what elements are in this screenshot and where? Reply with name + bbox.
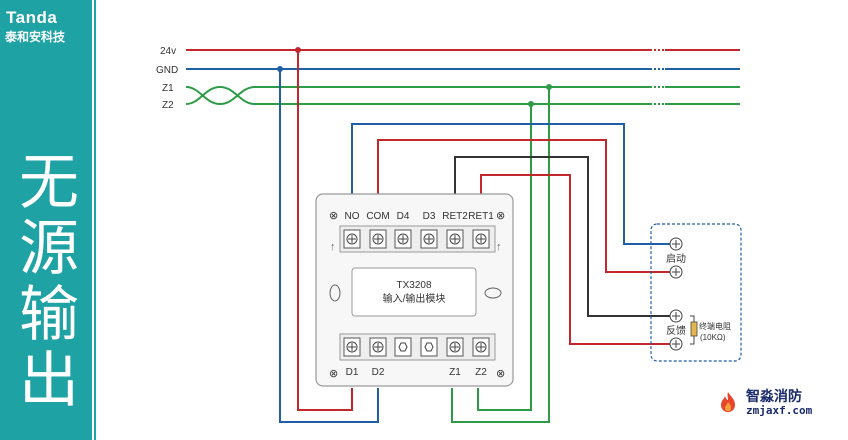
- watermark-url: zmjaxf.com: [746, 404, 813, 417]
- wire-24v-to-d1: [297, 50, 353, 411]
- external-device: 启动 反馈 终端电阻 (10KΩ): [650, 223, 742, 362]
- wire-z2-to-module: [477, 104, 532, 411]
- bus-z1-line: [185, 86, 650, 106]
- arrow-up-icon: ↑: [330, 241, 336, 253]
- screw-icon: ⊗: [329, 368, 338, 380]
- label-24v: 24v: [160, 46, 176, 57]
- junction-24v: [295, 47, 301, 53]
- vertical-title: 无源输出: [19, 148, 79, 416]
- terminal-label-d1: D1: [346, 367, 359, 378]
- bus-z2-line: [185, 85, 650, 105]
- watermark: 智淼消防 zmjaxf.com: [714, 384, 842, 424]
- terminal-label-d2: D2: [372, 367, 385, 378]
- terminal-label-z1: Z1: [449, 367, 461, 378]
- terminal-label-ret2: RET2: [442, 211, 468, 222]
- arrow-up-icon: ↑: [496, 241, 502, 253]
- supply-wires: [279, 50, 550, 423]
- terminal-label-no: NO: [345, 211, 360, 222]
- junction-gnd: [277, 66, 283, 72]
- terminal-label-z2: Z2: [475, 367, 487, 378]
- top-terminal-block: [343, 229, 490, 249]
- start-label: 启动: [666, 252, 686, 265]
- module-name: 输入/输出模块: [383, 292, 446, 305]
- wire-gnd-to-d2: [279, 69, 379, 423]
- module-model: TX3208: [396, 280, 431, 291]
- screw-icon: ⊗: [496, 210, 505, 222]
- module-tx3208: ⊗ ⊗ ⊗ ⊗ NO COM D4 D3 RET2 RET1 ↑ ↑ TX320…: [315, 193, 514, 387]
- screw-icon: ⊗: [496, 368, 505, 380]
- label-z1: Z1: [162, 83, 174, 94]
- wire-no-to-start: [351, 123, 670, 245]
- wire-z1-to-module: [451, 87, 550, 423]
- bus-lines: [185, 49, 740, 106]
- bottom-terminal-block: [343, 337, 490, 357]
- screw-icon: ⊗: [329, 210, 338, 222]
- junction-z2: [528, 101, 534, 107]
- terminal-label-com: COM: [366, 211, 389, 222]
- wire-com-to-start: [377, 139, 670, 273]
- terminal-label-d4: D4: [397, 211, 410, 222]
- feedback-label: 反馈: [666, 324, 686, 337]
- sidebar-divider: [92, 0, 94, 440]
- terminal-label-d3: D3: [423, 211, 436, 222]
- flame-logo-icon: [721, 392, 735, 412]
- watermark-name: 智淼消防: [746, 389, 802, 405]
- mounting-hole-left: [329, 284, 341, 302]
- brand-logo: Tanda: [6, 8, 58, 27]
- mounting-hole-right: [484, 287, 502, 299]
- resistor-value: (10KΩ): [700, 333, 726, 342]
- wire-ret2-to-feedback: [454, 156, 670, 317]
- wiring-diagram: 24v GND Z1 Z2 ⊗ ⊗ ⊗ ⊗ NO COM D4 D3 RET2 …: [156, 46, 742, 423]
- resistor-label: 终端电阻: [699, 321, 731, 331]
- resistor-icon: [690, 321, 698, 337]
- terminal-label-ret1: RET1: [468, 211, 494, 222]
- brand-company: 泰和安科技: [5, 30, 66, 44]
- wire-ret1-to-feedback: [480, 174, 670, 345]
- label-gnd: GND: [156, 65, 178, 76]
- junction-z1: [546, 84, 552, 90]
- sidebar: Tanda 泰和安科技 无源输出: [0, 0, 96, 440]
- label-z2: Z2: [162, 100, 174, 111]
- output-wires: [351, 123, 670, 345]
